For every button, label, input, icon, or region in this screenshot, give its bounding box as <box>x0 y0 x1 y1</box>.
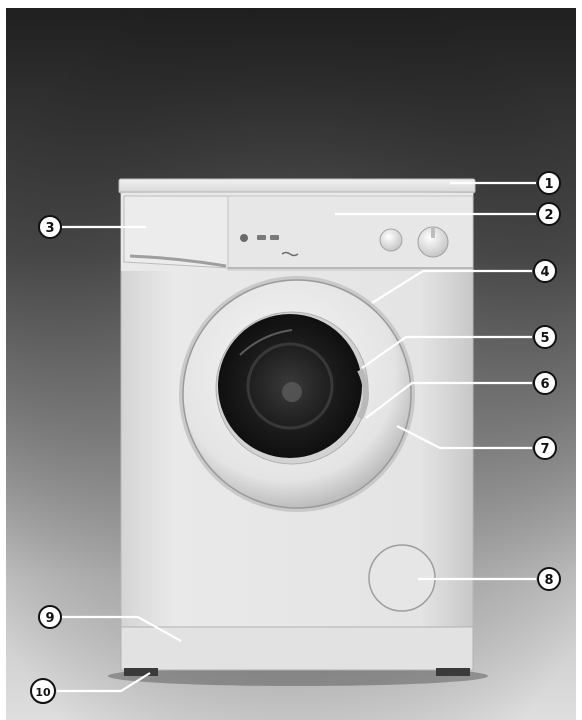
drum-center <box>282 382 302 402</box>
frame-left <box>0 0 6 720</box>
power-light <box>240 234 248 242</box>
callout-4: 4 <box>534 260 556 282</box>
callout-2: 2 <box>538 203 560 225</box>
callout-6: 6 <box>534 372 556 394</box>
temperature-knob <box>380 229 402 251</box>
foot-right <box>436 668 470 676</box>
callout-number: 8 <box>544 573 553 588</box>
panel-button <box>270 235 279 240</box>
frame-right <box>576 0 582 720</box>
callout-number: 1 <box>544 177 553 192</box>
callout-10: 10 <box>31 679 55 703</box>
foot-left <box>124 668 158 676</box>
callout-7: 7 <box>534 437 556 459</box>
callout-number: 7 <box>540 442 549 457</box>
callout-number: 9 <box>45 611 54 626</box>
frame-top <box>0 0 582 8</box>
knob-grip <box>431 228 435 238</box>
kick-plate <box>121 627 473 670</box>
callout-3: 3 <box>39 216 61 238</box>
top-panel <box>119 179 475 193</box>
callout-9: 9 <box>39 606 61 628</box>
callout-1: 1 <box>538 172 560 194</box>
callout-8: 8 <box>538 568 560 590</box>
panel-button <box>257 235 266 240</box>
callout-number: 10 <box>35 686 51 699</box>
callout-5: 5 <box>534 326 556 348</box>
washing-machine <box>119 179 475 676</box>
callout-number: 4 <box>540 265 549 280</box>
callout-number: 5 <box>540 331 549 346</box>
callout-number: 3 <box>45 221 54 236</box>
callout-number: 6 <box>540 377 549 392</box>
callout-number: 2 <box>544 208 553 223</box>
